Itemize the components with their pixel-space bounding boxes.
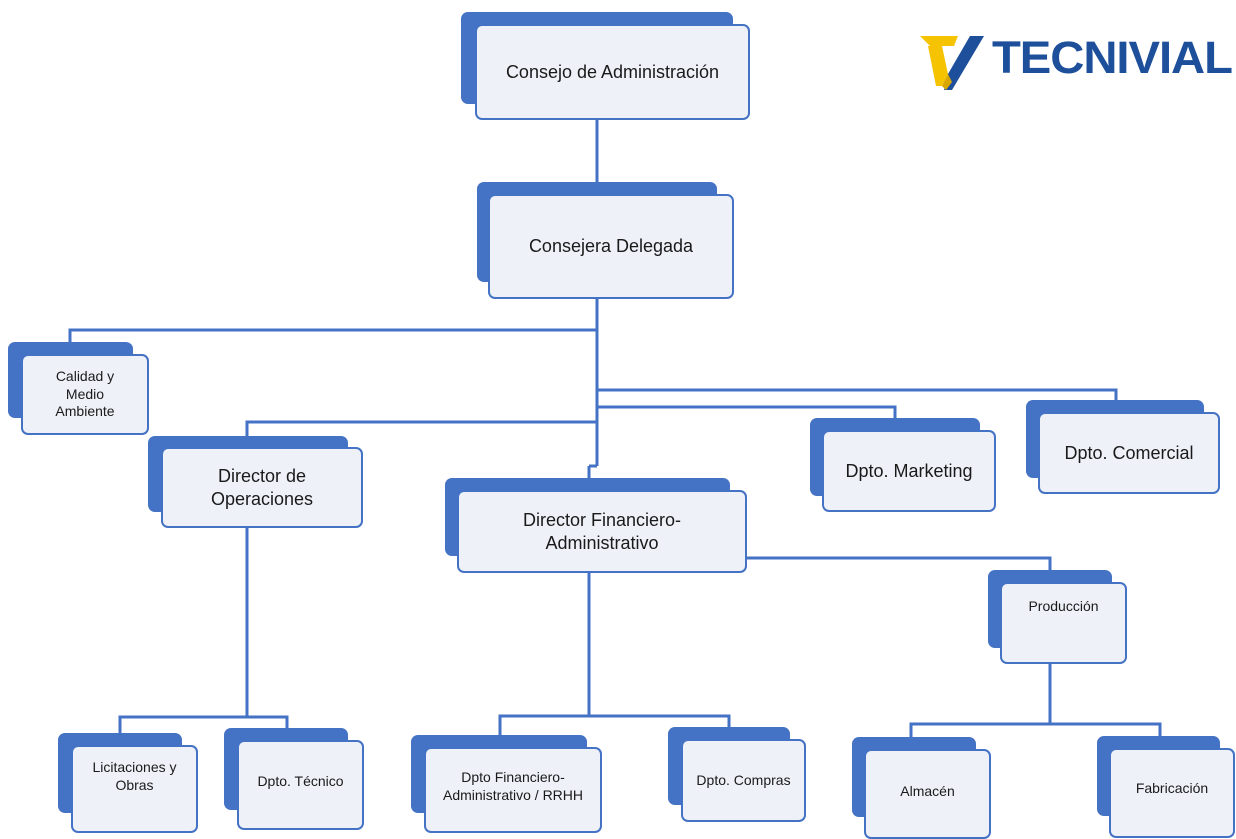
node-calidad: Calidad y Medio Ambiente bbox=[8, 342, 149, 435]
node-produccion-label: Producción bbox=[1028, 598, 1099, 614]
node-compras: Dpto. Compras bbox=[668, 727, 806, 822]
node-operaciones-label: Director de Operaciones bbox=[210, 466, 314, 509]
connector-compras bbox=[589, 714, 731, 729]
node-marketing: Dpto. Marketing bbox=[810, 418, 996, 512]
node-fabricacion: Fabricación bbox=[1097, 736, 1235, 838]
connector-tecnico bbox=[247, 715, 289, 730]
node-comercial-label: Dpto. Comercial bbox=[1064, 442, 1194, 463]
node-compras-label: Dpto. Compras bbox=[696, 771, 791, 788]
node-fabricacion-label: Fabricación bbox=[1135, 780, 1209, 796]
connector-calidad bbox=[68, 328, 597, 344]
node-marketing-label: Dpto. Marketing bbox=[845, 460, 973, 481]
node-consejo: Consejo de Administración bbox=[461, 12, 750, 120]
node-tecnico: Dpto. Técnico bbox=[224, 728, 364, 830]
node-operaciones: Director de Operaciones bbox=[148, 436, 363, 528]
tecnivial-logo-text: TECNIVIAL bbox=[992, 32, 1233, 83]
node-licitaciones: Licitaciones y Obras bbox=[58, 733, 198, 833]
connector-licitaciones bbox=[118, 715, 247, 733]
tecnivial-logo-mark bbox=[920, 36, 984, 90]
connector-fabricacion bbox=[1050, 722, 1162, 738]
connector-operaciones bbox=[245, 420, 597, 438]
node-delegada-label: Consejera Delegada bbox=[528, 236, 694, 257]
tecnivial-logo: TECNIVIAL bbox=[918, 30, 1236, 94]
node-rrhh-label: Dpto Financiero-Administrativo / RRHH bbox=[442, 769, 584, 803]
node-tecnico-label: Dpto. Técnico bbox=[257, 773, 344, 789]
connector-comercial bbox=[597, 388, 1118, 402]
node-financiero: Director Financiero-Administrativo bbox=[445, 478, 747, 573]
node-comercial: Dpto. Comercial bbox=[1026, 400, 1220, 494]
node-produccion: Producción bbox=[988, 570, 1127, 664]
node-almacen: Almacén bbox=[852, 737, 991, 839]
node-delegada: Consejera Delegada bbox=[477, 182, 734, 299]
connector-rrhh bbox=[498, 714, 589, 737]
node-rrhh: Dpto Financiero-Administrativo / RRHH bbox=[411, 735, 602, 833]
node-licitaciones-label: Licitaciones y Obras bbox=[92, 759, 177, 793]
connector-produccion bbox=[746, 556, 1052, 572]
node-calidad-label: Calidad y Medio Ambiente bbox=[55, 368, 115, 420]
connector-almacen bbox=[909, 722, 1050, 739]
node-financiero-label: Director Financiero-Administrativo bbox=[522, 510, 682, 553]
node-almacen-label: Almacén bbox=[900, 783, 955, 799]
node-consejo-label: Consejo de Administración bbox=[505, 61, 720, 82]
connector-marketing bbox=[597, 405, 897, 420]
